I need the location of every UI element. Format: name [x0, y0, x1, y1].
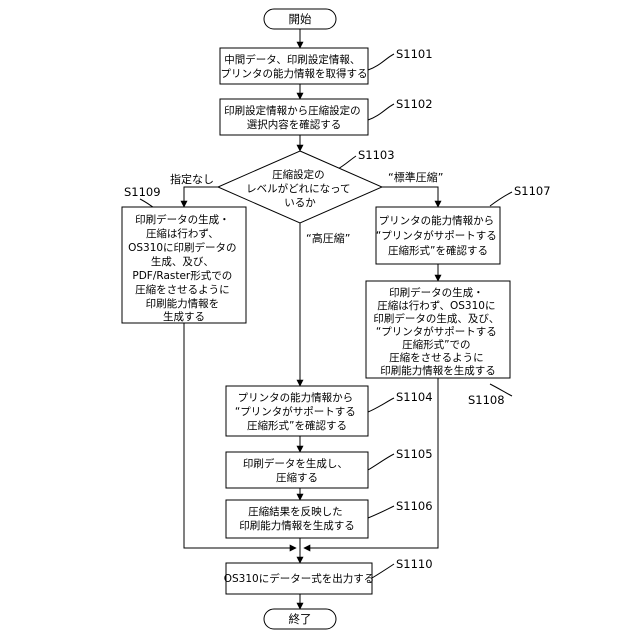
leader-s1101 — [368, 54, 394, 70]
step-id-s1104: S1104 — [396, 390, 433, 404]
leader-s1106 — [368, 506, 394, 518]
leader-s1107 — [490, 192, 512, 206]
step-id-s1109: S1109 — [124, 185, 161, 199]
branch-label-high: “高圧縮” — [306, 231, 350, 245]
leader-s1110 — [372, 564, 394, 578]
box-s1107-text: プリンタの能力情報から “プリンタがサポートする 圧縮形式”を確認する — [376, 214, 500, 257]
leader-s1104 — [368, 398, 394, 412]
leader-s1105 — [368, 454, 394, 470]
step-id-s1106: S1106 — [396, 499, 433, 513]
step-id-s1107: S1107 — [514, 184, 551, 198]
connector-s1103-s1109 — [184, 187, 218, 207]
start-label: 開始 — [289, 12, 312, 26]
end-label: 終了 — [289, 612, 312, 626]
branch-label-standard: “標準圧縮” — [388, 170, 443, 184]
branch-label-none: 指定なし — [170, 172, 214, 186]
step-id-s1102: S1102 — [396, 97, 433, 111]
step-id-s1103: S1103 — [358, 148, 395, 162]
box-s1108-text: 印刷データの生成・ 圧縮は行わず、OS310に 印刷データの生成、及び、 “プリ… — [373, 286, 502, 377]
step-id-s1110: S1110 — [396, 557, 433, 571]
step-id-s1105: S1105 — [396, 447, 433, 461]
leader-s1102 — [368, 104, 394, 120]
step-id-s1101: S1101 — [396, 47, 433, 61]
box-s1104-text: プリンタの能力情報から “プリンタがサポートする 圧縮形式”を確認する — [235, 391, 359, 432]
step-id-s1108: S1108 — [468, 393, 505, 407]
box-s1110-text: OS310にデーター式を出力する — [224, 572, 374, 585]
connector-s1103-s1107 — [382, 187, 438, 207]
